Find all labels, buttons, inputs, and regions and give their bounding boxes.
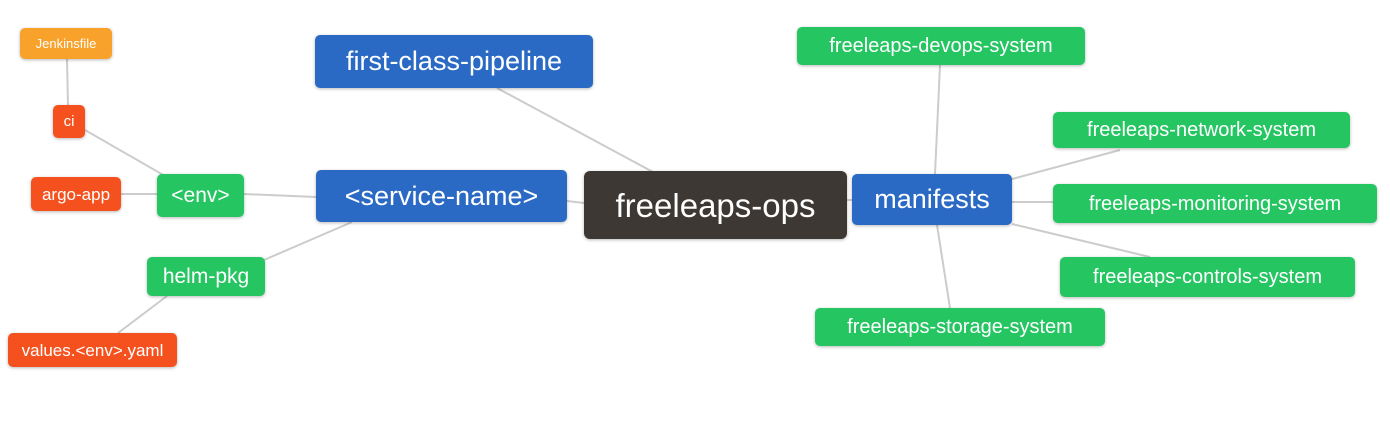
node-freeleaps-storage-system[interactable]: freeleaps-storage-system [815, 308, 1105, 346]
node-freeleaps-devops-system[interactable]: freeleaps-devops-system [797, 27, 1085, 65]
edge-helm-pkg-service-name [263, 221, 353, 261]
node-freeleaps-ops-label: freeleaps-ops [615, 186, 816, 224]
edge-env-service-name [243, 193, 317, 198]
node-freeleaps-devops-system-label: freeleaps-devops-system [829, 35, 1053, 57]
edge-pipeline-freeleaps-ops [496, 87, 654, 173]
node-manifests[interactable]: manifests [852, 174, 1012, 225]
node-argo-app-label: argo-app [41, 184, 111, 204]
edge-service-name-freeleaps-ops [566, 200, 585, 204]
node-values-env-yaml-label: values.<env>.yaml [21, 340, 164, 360]
node-freeleaps-network-system[interactable]: freeleaps-network-system [1053, 112, 1350, 148]
edge-ci-env [84, 129, 166, 177]
node-argo-app[interactable]: argo-app [31, 177, 121, 211]
node-freeleaps-ops-root[interactable]: freeleaps-ops [584, 171, 847, 239]
node-freeleaps-controls-system-label: freeleaps-controls-system [1093, 266, 1322, 288]
node-freeleaps-controls-system[interactable]: freeleaps-controls-system [1060, 257, 1355, 297]
node-ci-label: ci [63, 113, 75, 130]
edge-jenkinsfile-ci [66, 58, 69, 107]
edge-values-helm-pkg [117, 295, 168, 334]
node-freeleaps-storage-system-label: freeleaps-storage-system [847, 316, 1073, 338]
node-freeleaps-monitoring-system-label: freeleaps-monitoring-system [1088, 192, 1342, 215]
node-service-name-label: <service-name> [344, 180, 539, 211]
edge-manifests-network [1011, 149, 1121, 180]
edge-manifests-controls [1011, 223, 1151, 258]
edge-manifests-storage [936, 224, 951, 309]
edge-manifests-devops [934, 64, 941, 175]
node-manifests-label: manifests [874, 184, 990, 214]
node-service-name[interactable]: <service-name> [316, 170, 567, 222]
node-env-label: <env> [171, 184, 230, 207]
node-first-class-pipeline[interactable]: first-class-pipeline [315, 35, 593, 88]
node-values-env-yaml[interactable]: values.<env>.yaml [8, 333, 177, 367]
node-freeleaps-network-system-label: freeleaps-network-system [1087, 119, 1316, 141]
node-ci[interactable]: ci [53, 105, 85, 138]
node-jenkinsfile-label: Jenkinsfile [35, 36, 97, 51]
node-jenkinsfile[interactable]: Jenkinsfile [20, 28, 112, 59]
node-env[interactable]: <env> [157, 174, 244, 217]
node-freeleaps-monitoring-system[interactable]: freeleaps-monitoring-system [1053, 184, 1377, 223]
node-first-class-pipeline-label: first-class-pipeline [345, 46, 563, 76]
node-helm-pkg[interactable]: helm-pkg [147, 257, 265, 296]
node-helm-pkg-label: helm-pkg [162, 265, 250, 288]
